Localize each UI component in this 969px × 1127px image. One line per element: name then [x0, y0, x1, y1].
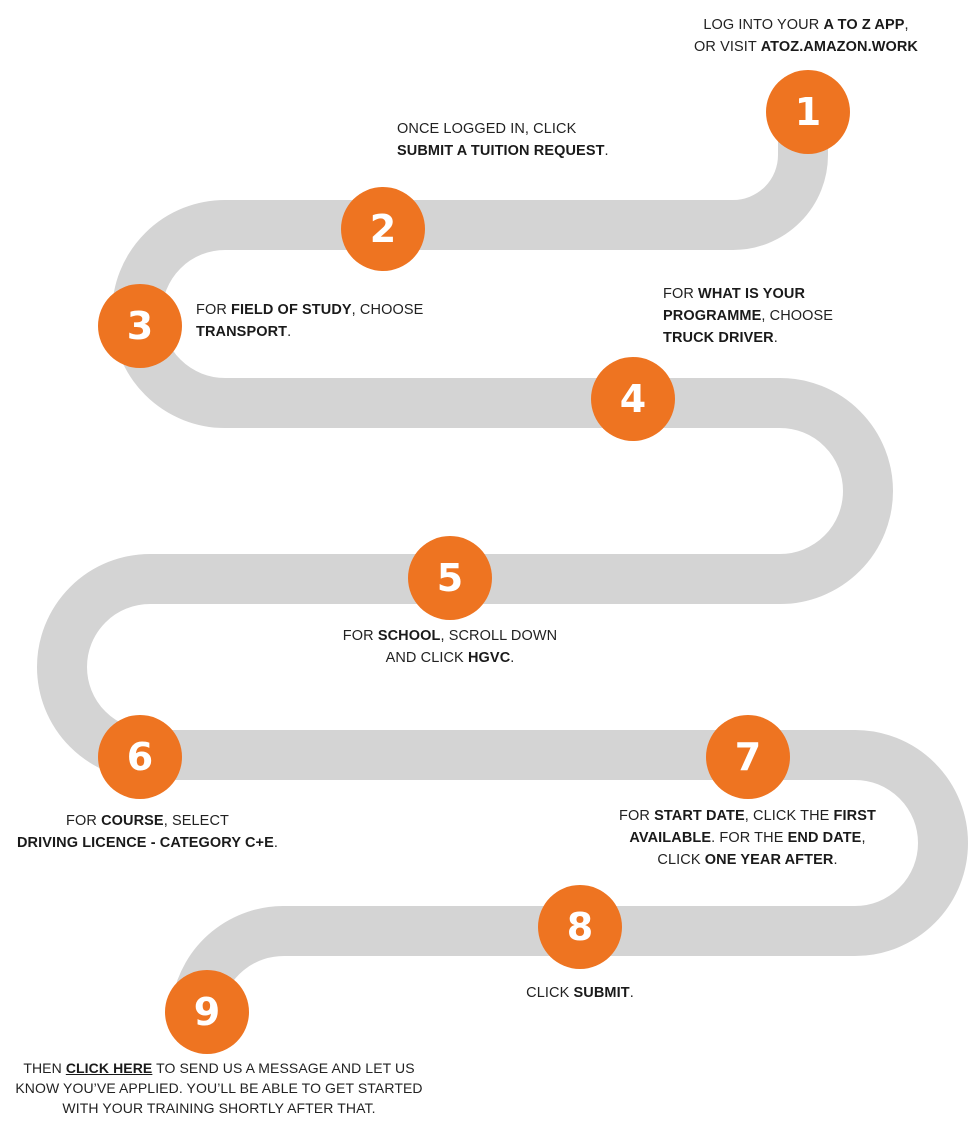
- step-9-line: KNOW YOU’VE APPLIED. YOU’LL BE ABLE TO G…: [10, 1078, 428, 1098]
- step-6-marker: 6: [98, 715, 182, 799]
- step-9-marker: 9: [165, 970, 249, 1054]
- step-4-text: , CHOOSE: [761, 308, 834, 324]
- step-7-line: FOR START DATE, CLICK THE FIRST: [610, 805, 885, 827]
- step-1-text: ATOZ.AMAZON.WORK: [760, 39, 919, 55]
- step-1-number: 1: [794, 90, 822, 134]
- step-5-number: 5: [436, 556, 464, 600]
- step-7-text: END DATE: [787, 830, 862, 846]
- step-1-line: OR VISIT ATOZ.AMAZON.WORK: [672, 36, 940, 58]
- step-6-text: DRIVING LICENCE - CATEGORY C+E: [16, 835, 274, 851]
- step-7-number: 7: [734, 735, 762, 779]
- step-9-text: THEN: [23, 1060, 66, 1076]
- step-7-text: . FOR THE: [711, 830, 788, 846]
- step-7-line: AVAILABLE. FOR THE END DATE,: [610, 827, 885, 849]
- step-2-text: .: [604, 143, 609, 159]
- step-7-text: .: [833, 852, 838, 868]
- step-1-line: LOG INTO YOUR A TO Z APP,: [672, 14, 940, 36]
- step-1-text: OR VISIT: [693, 39, 761, 55]
- step-8-text: CLICK: [526, 985, 574, 1001]
- step-2-line: ONCE LOGGED IN, CLICK: [397, 118, 609, 140]
- step-9-line: WITH YOUR TRAINING SHORTLY AFTER THAT.: [10, 1098, 428, 1118]
- step-7-text: , CLICK THE: [744, 808, 834, 824]
- step-5-marker: 5: [408, 536, 492, 620]
- step-1-marker: 1: [766, 70, 850, 154]
- step-8-instructions: CLICK SUBMIT.: [500, 982, 660, 1004]
- step-3-text: .: [287, 324, 292, 340]
- step-2-instructions: ONCE LOGGED IN, CLICK SUBMIT A TUITION RE…: [397, 118, 609, 162]
- step-1-text: LOG INTO YOUR: [703, 17, 824, 33]
- step-2-number: 2: [369, 207, 397, 251]
- step-3-text: FIELD OF STUDY: [231, 302, 352, 318]
- step-5-line: AND CLICK HGVC.: [330, 647, 570, 669]
- step-7-text: ,: [861, 830, 866, 846]
- step-8-marker: 8: [538, 885, 622, 969]
- step-9-line: THEN CLICK HERE TO SEND US A MESSAGE AND…: [10, 1058, 428, 1078]
- step-4-text: TRUCK DRIVER: [663, 330, 774, 346]
- step-4-text: .: [773, 330, 778, 346]
- step-6-text: FOR: [66, 813, 102, 829]
- step-6-text: , SELECT: [163, 813, 229, 829]
- click-here-link[interactable]: CLICK HERE: [65, 1060, 153, 1076]
- step-3-line: FOR FIELD OF STUDY, CHOOSE: [196, 299, 423, 321]
- step-1-instructions: LOG INTO YOUR A TO Z APP,OR VISIT ATOZ.A…: [672, 14, 940, 58]
- step-3-text: , CHOOSE: [351, 302, 424, 318]
- step-9-number: 9: [193, 990, 221, 1034]
- step-6-text: .: [273, 835, 279, 851]
- step-3-text: TRANSPORT: [196, 324, 288, 340]
- step-7-line: CLICK ONE YEAR AFTER.: [610, 849, 885, 871]
- step-1-text: A TO Z APP: [823, 17, 905, 33]
- step-6-text: COURSE: [101, 813, 164, 829]
- step-2-text: SUBMIT A TUITION REQUEST: [397, 143, 605, 159]
- step-2-marker: 2: [341, 187, 425, 271]
- step-4-text: FOR: [663, 286, 699, 302]
- step-5-text: FOR: [342, 628, 378, 644]
- step-9-text: KNOW YOU’VE APPLIED. YOU’LL BE ABLE TO G…: [15, 1080, 423, 1096]
- step-1-text: ,: [904, 17, 909, 33]
- step-4-number: 4: [619, 377, 647, 421]
- step-7-text: FOR: [619, 808, 655, 824]
- step-5-text: , SCROLL DOWN: [440, 628, 558, 644]
- step-4-line: PROGRAMME, CHOOSE: [663, 305, 833, 327]
- step-8-number: 8: [566, 905, 594, 949]
- step-3-number: 3: [126, 304, 154, 348]
- step-8-line: CLICK SUBMIT.: [500, 982, 660, 1004]
- step-7-text: AVAILABLE: [629, 830, 712, 846]
- step-4-text: WHAT IS YOUR: [698, 286, 806, 302]
- step-5-text: HGVC: [467, 650, 511, 666]
- step-5-line: FOR SCHOOL, SCROLL DOWN: [330, 625, 570, 647]
- step-6-line: FOR COURSE, SELECT: [10, 810, 285, 832]
- step-7-text: CLICK: [657, 852, 705, 868]
- step-4-line: TRUCK DRIVER.: [663, 327, 833, 349]
- step-7-text: FIRST: [833, 808, 876, 824]
- step-2-text: ONCE LOGGED IN, CLICK: [397, 121, 577, 137]
- step-4-marker: 4: [591, 357, 675, 441]
- step-8-text: .: [629, 985, 634, 1001]
- step-5-text: SCHOOL: [377, 628, 441, 644]
- step-2-line: SUBMIT A TUITION REQUEST.: [397, 140, 609, 162]
- step-4-text: PROGRAMME: [663, 308, 762, 324]
- step-9-instructions: THEN CLICK HERE TO SEND US A MESSAGE AND…: [10, 1058, 428, 1118]
- step-7-text: ONE YEAR AFTER: [704, 852, 834, 868]
- step-5-text: .: [510, 650, 515, 666]
- step-4-line: FOR WHAT IS YOUR: [663, 283, 833, 305]
- step-7-marker: 7: [706, 715, 790, 799]
- step-3-line: TRANSPORT.: [196, 321, 423, 343]
- step-8-text: SUBMIT: [573, 985, 630, 1001]
- step-3-text: FOR: [196, 302, 232, 318]
- step-9-text: WITH YOUR TRAINING SHORTLY AFTER THAT.: [62, 1100, 376, 1116]
- step-3-marker: 3: [98, 284, 182, 368]
- step-6-line: DRIVING LICENCE - CATEGORY C+E.: [10, 832, 285, 854]
- step-6-number: 6: [126, 735, 154, 779]
- step-7-text: START DATE: [654, 808, 745, 824]
- step-5-text: AND CLICK: [385, 650, 468, 666]
- step-9-text: TO SEND US A MESSAGE AND LET US: [152, 1060, 415, 1076]
